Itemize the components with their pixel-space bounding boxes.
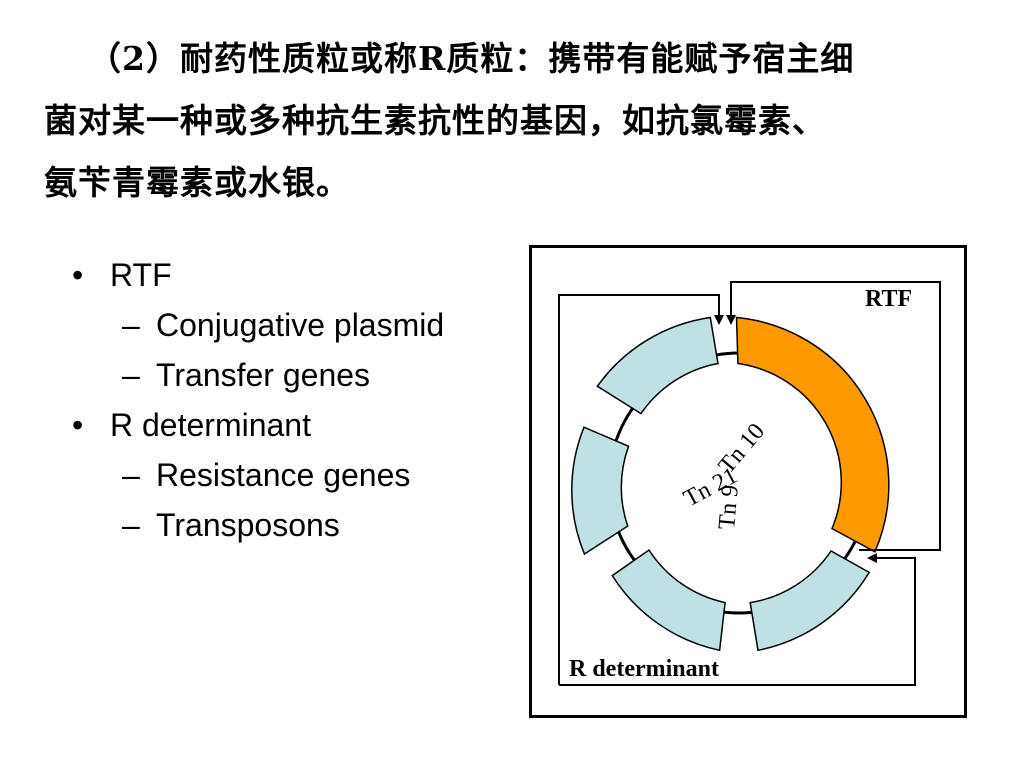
sub-conjugative-plasmid-text: Conjugative plasmid [156, 307, 445, 343]
sub-resistance-genes: – Resistance genes [68, 455, 488, 495]
rtf-label: RTF [865, 286, 912, 312]
sub-transposons-text: Transposons [156, 507, 340, 543]
diagram-frame [529, 245, 967, 718]
center-label-tn9: Tn 9 [714, 484, 744, 531]
dash-icon: – [122, 307, 140, 343]
r-plasmid-diagram: RTF R determinant Tn 10 Tn 21 Tn 9 [529, 245, 967, 718]
rdet-bracket-line-left [558, 294, 724, 685]
bullet-list: • RTF – Conjugative plasmid – Transfer g… [68, 255, 488, 555]
resistance-segment-2 [571, 426, 630, 556]
resistance-segment-1 [596, 316, 719, 415]
bullet-rtf: • RTF [68, 255, 488, 295]
bullet-rtf-label: RTF [110, 257, 172, 293]
r-determinant-label: R determinant [569, 656, 719, 682]
sub-transposons: – Transposons [68, 505, 488, 545]
bullet-dot-icon: • [72, 257, 84, 293]
dash-icon: – [122, 457, 140, 493]
sub-resistance-genes-text: Resistance genes [156, 457, 411, 493]
dash-icon: – [122, 507, 140, 543]
dash-icon: – [122, 357, 140, 393]
resistance-segment-3 [611, 548, 726, 652]
sub-conjugative-plasmid: – Conjugative plasmid [68, 305, 488, 345]
bullet-r-determinant: • R determinant [68, 405, 488, 445]
slide-heading: （2）耐药性质粒或称R质粒：携带有能赋予宿主细 菌对某一种或多种抗生素抗性的基因… [44, 28, 974, 214]
rdet-bracket-line-right [559, 553, 916, 686]
bullet-r-determinant-label: R determinant [110, 407, 311, 443]
resistance-segment-4 [749, 550, 871, 652]
rtf-bracket-line [726, 281, 941, 551]
heading-line-2: 菌对某一种或多种抗生素抗性的基因，如抗氯霉素、 [44, 101, 826, 140]
sub-transfer-genes: – Transfer genes [68, 355, 488, 395]
rtf-segment [735, 316, 890, 553]
heading-line-1: （2）耐药性质粒或称R质粒：携带有能赋予宿主细 [88, 39, 855, 78]
heading-line-3: 氨苄青霉素或水银。 [44, 163, 350, 202]
bullet-dot-icon: • [72, 407, 84, 443]
sub-transfer-genes-text: Transfer genes [156, 357, 371, 393]
